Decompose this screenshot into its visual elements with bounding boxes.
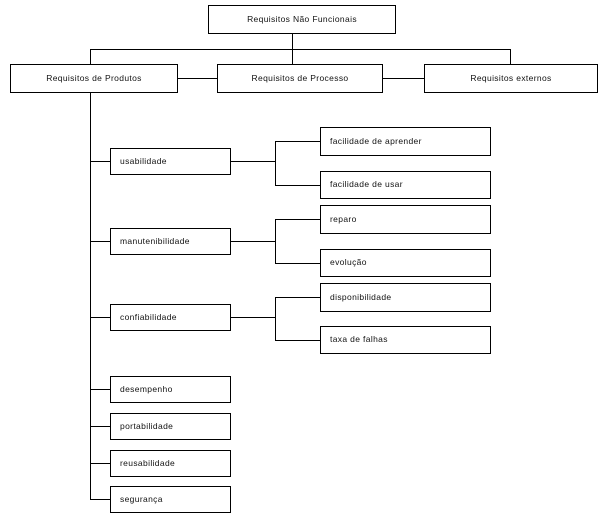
edge-bus-to-processo	[292, 49, 293, 65]
edge-manutenibilidade-to-evolucao	[275, 263, 321, 264]
edge-usabilidade-to-facilidade-usar	[275, 185, 321, 186]
node-taxa-de-falhas[interactable]: taxa de falhas	[320, 326, 491, 354]
node-label: reusabilidade	[120, 457, 176, 468]
node-label: Requisitos externos	[470, 72, 552, 83]
edge-processo-externos	[382, 78, 425, 79]
edge-confiabilidade-out	[231, 317, 276, 318]
edge-usabilidade-to-facilidade-aprender	[275, 141, 321, 142]
node-manutenibilidade[interactable]: manutenibilidade	[110, 228, 231, 255]
edge-trunk-to-usabilidade	[90, 161, 111, 162]
node-requisitos-nao-funcionais[interactable]: Requisitos Não Funcionais	[208, 5, 396, 34]
edge-trunk-to-portabilidade	[90, 426, 111, 427]
node-label: facilidade de usar	[330, 179, 403, 190]
node-label: disponibilidade	[330, 291, 392, 302]
edge-confiabilidade-to-taxa-falhas	[275, 340, 321, 341]
node-label: evolução	[330, 257, 367, 268]
edge-trunk-to-reusabilidade	[90, 463, 111, 464]
edge-bus-to-externos	[510, 49, 511, 65]
node-label: Requisitos Não Funcionais	[247, 13, 357, 24]
node-label: facilidade de aprender	[330, 135, 422, 146]
edge-trunk-to-seguranca	[90, 499, 111, 500]
node-reparo[interactable]: reparo	[320, 205, 491, 234]
node-desempenho[interactable]: desempenho	[110, 376, 231, 403]
node-disponibilidade[interactable]: disponibilidade	[320, 283, 491, 312]
edge-level1-bus	[90, 49, 511, 50]
node-requisitos-de-produtos[interactable]: Requisitos de Produtos	[10, 64, 178, 93]
edge-confiabilidade-to-disponibilidade	[275, 297, 321, 298]
node-facilidade-de-aprender[interactable]: facilidade de aprender	[320, 127, 491, 156]
node-label: taxa de falhas	[330, 334, 388, 345]
node-usabilidade[interactable]: usabilidade	[110, 148, 231, 175]
edge-trunk-to-manutenibilidade	[90, 241, 111, 242]
node-label: manutenibilidade	[120, 235, 190, 246]
node-requisitos-de-processo[interactable]: Requisitos de Processo	[217, 64, 383, 93]
edge-manutenibilidade-to-reparo	[275, 219, 321, 220]
node-label: Requisitos de Produtos	[46, 72, 142, 83]
node-facilidade-de-usar[interactable]: facilidade de usar	[320, 171, 491, 199]
edge-manutenibilidade-split	[275, 219, 276, 264]
node-label: usabilidade	[120, 155, 167, 166]
node-label: Requisitos de Processo	[251, 72, 349, 83]
edge-confiabilidade-split	[275, 297, 276, 341]
node-label: desempenho	[120, 383, 173, 394]
edge-produtos-trunk	[90, 93, 91, 500]
edge-usabilidade-split	[275, 141, 276, 186]
node-label: reparo	[330, 213, 357, 224]
edge-root-stem	[292, 34, 293, 50]
edge-produtos-processo	[177, 78, 218, 79]
node-label: confiabilidade	[120, 311, 177, 322]
node-portabilidade[interactable]: portabilidade	[110, 413, 231, 440]
node-label: segurança	[120, 493, 163, 504]
node-requisitos-externos[interactable]: Requisitos externos	[424, 64, 598, 93]
node-evolucao[interactable]: evolução	[320, 249, 491, 277]
edge-trunk-to-confiabilidade	[90, 317, 111, 318]
edge-usabilidade-out	[231, 161, 276, 162]
edge-bus-to-produtos	[90, 49, 91, 65]
edge-trunk-to-desempenho	[90, 389, 111, 390]
edge-manutenibilidade-out	[231, 241, 276, 242]
node-label: portabilidade	[120, 420, 174, 431]
node-confiabilidade[interactable]: confiabilidade	[110, 304, 231, 331]
node-seguranca[interactable]: segurança	[110, 486, 231, 513]
node-reusabilidade[interactable]: reusabilidade	[110, 450, 231, 477]
